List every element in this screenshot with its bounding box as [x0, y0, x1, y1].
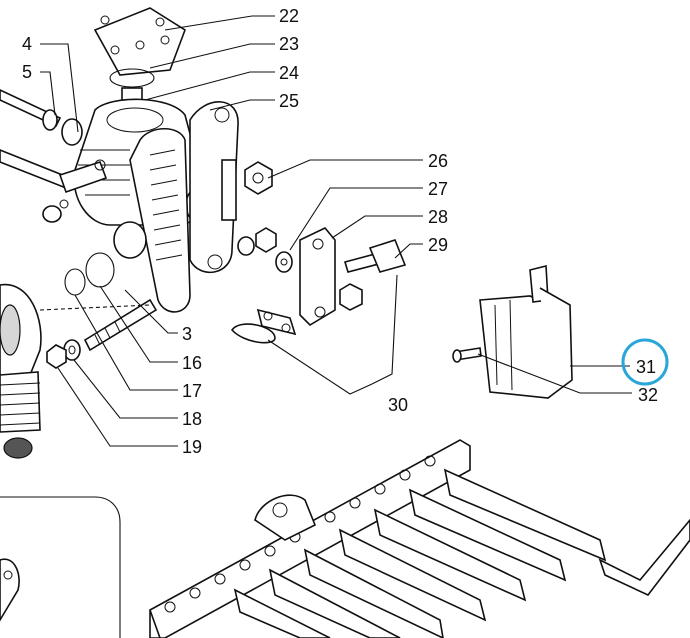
nut-26 [244, 161, 273, 195]
callout-31: 31 [636, 357, 656, 377]
o-ring-23 [109, 68, 155, 88]
callout-24: 24 [279, 63, 299, 83]
left-shaft-parts [0, 89, 147, 259]
callout-3: 3 [182, 324, 192, 344]
screw-32 [452, 347, 482, 363]
pin-29 [339, 239, 407, 311]
callout-19: 19 [182, 437, 202, 457]
callout-26: 26 [428, 151, 448, 171]
callout-32: 32 [638, 385, 658, 405]
inset-detail-frame [0, 496, 121, 638]
cover-plate-25 [189, 101, 239, 274]
washer-center [237, 227, 277, 256]
callout-30: 30 [388, 395, 408, 415]
callout-labels: 22 23 24 25 4 5 26 27 28 29 3 16 17 18 1… [22, 6, 658, 457]
left-cylinder-unit [0, 283, 42, 459]
o-rings-16-17 [64, 252, 115, 296]
part-27 [275, 251, 293, 273]
callout-27: 27 [428, 179, 448, 199]
callout-5: 5 [22, 62, 32, 82]
callout-23: 23 [279, 34, 299, 54]
cooling-gasket [129, 127, 191, 313]
pump-head-plate [93, 7, 186, 76]
bracket-28 [299, 227, 336, 327]
callout-29: 29 [428, 235, 448, 255]
callout-18: 18 [182, 409, 202, 429]
callout-16: 16 [182, 353, 202, 373]
guard-bracket-31 [479, 264, 573, 399]
callout-28: 28 [428, 207, 448, 227]
nut-19 [46, 344, 67, 369]
chain-links-30 [230, 308, 297, 344]
callout-17: 17 [182, 381, 202, 401]
tine-frame [149, 439, 690, 638]
leader-lines [40, 15, 632, 447]
tines [233, 468, 607, 638]
highlight-ring-31 [621, 338, 669, 386]
left-stud-3 [39, 298, 158, 352]
callout-22: 22 [279, 6, 299, 26]
callout-4: 4 [22, 34, 32, 54]
callout-25: 25 [279, 91, 299, 111]
